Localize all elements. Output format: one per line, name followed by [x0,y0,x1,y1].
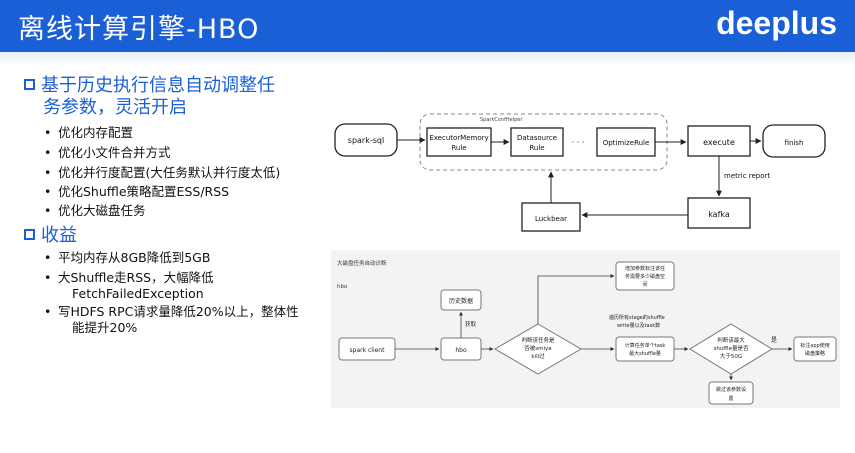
calc-label-1: 计算任务单个task [625,342,666,349]
traverse-label-1: 遍历所有stage的shuffle [609,314,665,321]
traverse-label-2: write量以及task数 [617,322,660,329]
skip-param-node [708,381,754,405]
bullet-item: 平均内存从8GB降低到5GB [44,250,210,266]
history-data-label: 历史数据 [449,297,473,305]
executor-label-2: Rule [451,144,466,152]
judge2-label-3: 大于50G [720,352,742,360]
calc-label-2: 最大shuffle量 [629,350,661,357]
skip-label-1: 跳过该参数设 [716,386,746,393]
large-disk-diagnosis-diagram: 大磁盘任务自动诊断 hbo spark client hbo 历史数据 获取 判… [331,250,840,408]
use-app-label-2: 磁盘策略 [805,350,825,357]
top-box-label-2: 务需要多少磁盘空 [625,273,665,280]
use-app-label-1: 标注app使用 [800,342,829,349]
deeplus-logo: deeplus [716,5,837,41]
finish-label: finish [785,139,804,147]
spark-client-label: spark client [350,347,386,354]
hbo-label: hbo [455,347,467,354]
kafka-label: kafka [708,210,730,219]
yes-label: 是 [771,337,777,344]
bullet-item: 优化大磁盘任务 [44,203,145,219]
bullet-item: 优化Shuffle策略配置ESS/RSS [44,184,229,200]
judge2-label-2: shuffle量是否 [713,345,749,352]
bullet-item: 优化内存配置 [44,125,133,141]
bullet-item: 大Shuffle走RSS，大幅降低 [44,270,214,286]
square-bullet-icon [24,79,35,90]
hbo-corner-label: hbo [337,284,348,290]
bullet-item: 写HDFS RPC请求量降低20%以上，整体性 [44,304,299,320]
judge-killed-decision [494,323,582,375]
group-label: SparkConfHelper [480,117,523,123]
section-title-text: 收益 [41,225,77,246]
top-box-label-3: 间 [642,281,647,288]
section-title-benefits: 收益 [24,225,77,247]
executor-label-1: ExecutorMemory [429,134,488,142]
execute-label: execute [703,138,735,147]
section-title-hbo-params: 基于历史执行信息自动调整任 [24,75,275,97]
judge1-label-1: 判断该任务是 [521,336,555,344]
judge2-label-1: 判断该最大 [717,336,745,344]
metric-report-label: metric report [724,172,770,180]
bullet-item: 优化小文件合并方式 [44,145,170,161]
calc-max-shuffle-node [615,336,675,362]
mark-app-disk-node [793,336,837,362]
luckbear-label: Luckbear [535,215,567,223]
judge1-label-2: 否被smiya [524,344,551,352]
skip-label-2: 置 [728,396,733,402]
spark-sql-label: spark-sql [348,136,384,145]
fetch-label: 获取 [465,320,477,328]
datasource-label-1: Datasource [517,134,557,142]
square-bullet-icon [24,229,35,240]
header-shadow [0,52,855,66]
judge1-label-3: kill过 [531,352,545,360]
bullet-item-continuation: 能提升20% [72,320,138,335]
spark-conf-flow-diagram: SparkConfHelper spark-sql ExecutorMemory… [334,113,826,232]
section-title-line2: 务参数，灵活开启 [43,97,187,118]
kafka-node [687,197,751,229]
header-bar: 离线计算引擎-HBO deeplus [0,0,855,52]
history-data-node [440,289,482,311]
bullet-item-continuation: FetchFailedException [72,286,204,301]
top-box-label-1: 增加参数标注该任 [625,265,665,272]
bullet-item: 优化并行度配置(大任务默认并行度太低) [44,165,280,181]
diagram-title: 大磁盘任务自动诊断 [337,259,387,267]
datasource-label-2: Rule [529,144,544,152]
arrow [537,274,615,324]
optimize-label: OptimizeRule [603,139,650,147]
executor-memory-rule-node [426,127,492,157]
section-title-line1: 基于历史执行信息自动调整任 [41,75,275,96]
luckbear-node [521,202,581,232]
ellipsis: · · · [572,138,585,147]
slide-title: 离线计算引擎-HBO [18,14,260,45]
finish-node [762,124,826,158]
add-disk-param-node [615,261,675,291]
datasource-rule-node [510,127,564,157]
